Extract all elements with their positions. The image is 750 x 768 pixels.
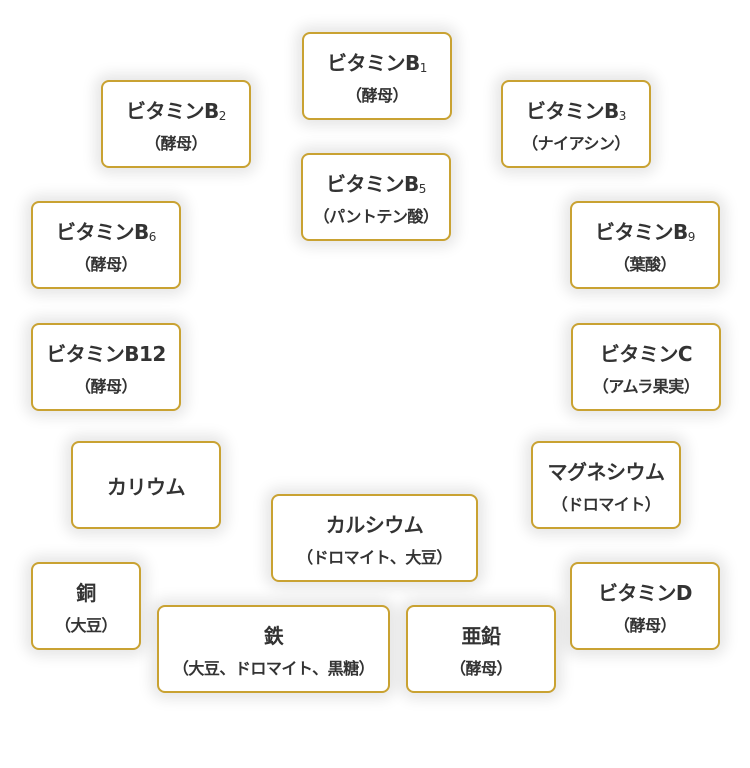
nutrient-source: （葉酸） <box>613 254 677 274</box>
nutrient-box-copper: 銅 （大豆） <box>31 562 141 650</box>
nutrient-name-text: ビタミンB <box>56 219 149 244</box>
nutrient-box-b6: ビタミンB6 （酵母） <box>31 201 181 289</box>
nutrient-box-iron: 鉄 （大豆、ドロマイト、黒糖） <box>157 605 390 693</box>
nutrient-source: （酵母） <box>345 85 409 105</box>
nutrient-name-text: ビタミンB <box>327 50 420 75</box>
nutrient-name-text: カルシウム <box>325 512 424 537</box>
nutrient-name: 鉄 <box>264 620 284 649</box>
nutrient-box-b2: ビタミンB2 （酵母） <box>101 80 251 168</box>
nutrient-name-text: ビタミンB <box>595 219 688 244</box>
nutrient-source: （酵母） <box>144 133 208 153</box>
nutrient-subscript: 1 <box>419 60 428 75</box>
nutrient-box-b9: ビタミンB9 （葉酸） <box>570 201 720 289</box>
nutrient-name: ビタミンB2 <box>126 95 226 124</box>
nutrient-name: カルシウム <box>326 509 424 538</box>
nutrient-name-text: ビタミンB <box>126 98 219 123</box>
nutrient-subscript: 5 <box>418 181 427 196</box>
nutrient-source: （パントテン酸） <box>313 206 439 226</box>
nutrient-source: （ドロマイト） <box>551 494 661 514</box>
nutrient-subscript: 6 <box>148 229 157 244</box>
nutrient-source: （大豆） <box>54 615 118 635</box>
nutrient-subscript: 3 <box>618 108 627 123</box>
nutrient-name: ビタミンD <box>597 577 693 606</box>
nutrient-name-text: ビタミンB <box>326 171 419 196</box>
nutrient-name-text: マグネシウム <box>547 459 666 484</box>
nutrient-box-b12: ビタミンB12 （酵母） <box>31 323 181 411</box>
nutrient-subscript: 2 <box>218 108 227 123</box>
nutrient-name-text: ビタミンB <box>526 98 619 123</box>
nutrient-source: （酵母） <box>74 376 138 396</box>
nutrient-box-zinc: 亜鉛 （酵母） <box>406 605 556 693</box>
nutrient-box-calcium: カルシウム （ドロマイト、大豆） <box>271 494 478 582</box>
nutrient-box-b3: ビタミンB3 （ナイアシン） <box>501 80 651 168</box>
nutrient-box-b5: ビタミンB5 （パントテン酸） <box>301 153 451 241</box>
nutrient-name-text: 亜鉛 <box>461 623 502 648</box>
nutrient-name-text: ビタミンC <box>599 341 693 366</box>
nutrient-subscript: 9 <box>687 229 696 244</box>
nutrient-name: ビタミンC <box>599 338 693 367</box>
nutrient-name: ビタミンB12 <box>46 338 166 367</box>
nutrient-name: ビタミンB5 <box>326 168 426 197</box>
nutrient-source: （アムラ果実） <box>592 376 700 396</box>
nutrient-source: （ドロマイト、大豆） <box>297 547 452 567</box>
nutrient-name-text: 鉄 <box>263 623 284 648</box>
nutrient-source: （酵母） <box>74 254 138 274</box>
nutrient-source: （ナイアシン） <box>522 133 630 153</box>
nutrient-name: ビタミンB9 <box>595 216 695 245</box>
nutrient-box-c: ビタミンC （アムラ果実） <box>571 323 721 411</box>
nutrient-name: マグネシウム <box>547 456 666 485</box>
nutrient-name-text: 銅 <box>76 580 96 605</box>
nutrient-box-magnesium: マグネシウム （ドロマイト） <box>531 441 681 529</box>
nutrient-name: 亜鉛 <box>461 620 502 649</box>
nutrient-box-kalium: カリウム <box>71 441 221 529</box>
nutrient-name: カリウム <box>107 471 186 500</box>
nutrient-name-text: ビタミンD <box>597 580 693 605</box>
nutrient-source: （酵母） <box>613 615 677 635</box>
nutrient-box-d: ビタミンD （酵母） <box>570 562 720 650</box>
nutrient-name: ビタミンB1 <box>327 47 427 76</box>
nutrient-source: （酵母） <box>449 658 513 678</box>
nutrient-name: ビタミンB3 <box>526 95 626 124</box>
nutrient-name: ビタミンB6 <box>56 216 156 245</box>
nutrient-source: （大豆、ドロマイト、黒糖） <box>172 658 375 678</box>
nutrient-name-text: ビタミンB12 <box>46 341 166 366</box>
nutrient-name: 銅 <box>76 577 96 606</box>
nutrient-name-text: カリウム <box>107 474 186 499</box>
nutrient-box-b1: ビタミンB1 （酵母） <box>302 32 452 120</box>
